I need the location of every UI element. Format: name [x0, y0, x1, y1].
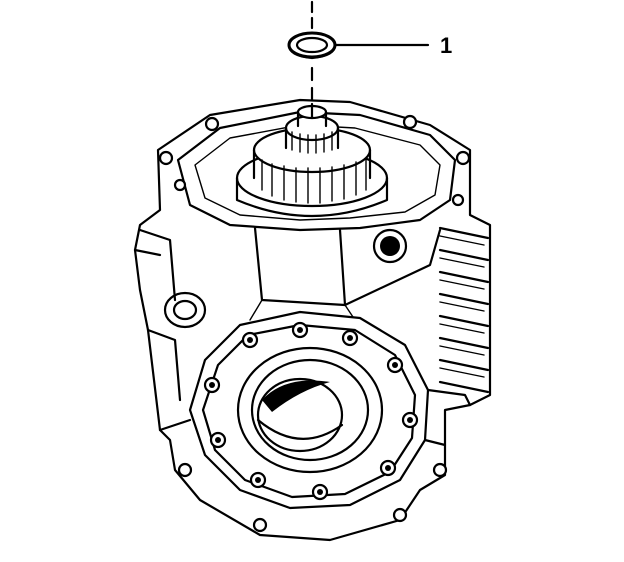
case-fins [438, 226, 490, 394]
clutch-drum [235, 102, 389, 218]
callout-1: 1 [334, 33, 452, 58]
snap-ring-part [287, 0, 337, 102]
pump-housing-face [188, 310, 430, 510]
transmission-case [133, 98, 492, 542]
callout-number: 1 [440, 33, 452, 58]
